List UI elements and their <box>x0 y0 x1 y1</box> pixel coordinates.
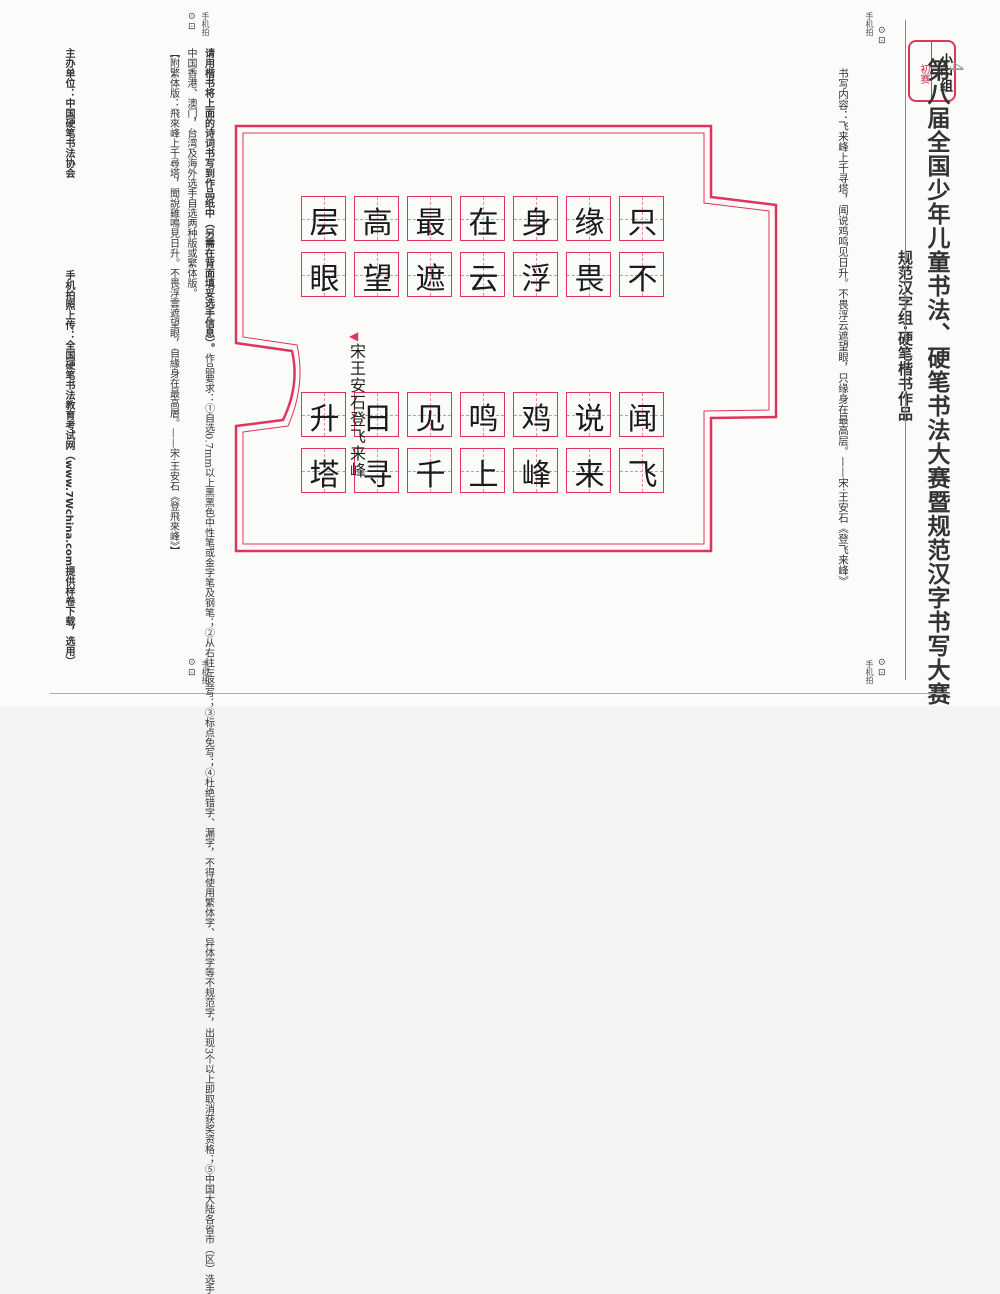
organizer-note: 主办单位：中国硬笔书法协会 <box>63 48 74 178</box>
written-character: 只 <box>627 205 658 241</box>
grid-cell: 只 <box>619 196 664 241</box>
corner-label-bottom-left: 手机拍 <box>201 660 210 684</box>
requirements-block: 请用楷书将上面的诗词书写到作品纸中（另需在背面填妥选手信息）。作品要求：①自选0… <box>164 48 217 1294</box>
grid-cell: 飞 <box>619 448 664 493</box>
corner-icons-bottom-left: ⊙ ⊡ <box>186 658 196 676</box>
written-character: 层 <box>309 205 340 241</box>
grid-cell: 来 <box>566 448 611 493</box>
bottom-edge-line <box>50 693 950 694</box>
written-character: 缘 <box>574 205 605 241</box>
corner-label-top-right: 手机拍 <box>865 12 874 36</box>
written-character: 上 <box>468 457 499 493</box>
grid-cell: 见 <box>407 392 452 437</box>
written-character: 眼 <box>309 261 340 297</box>
corner-icons-top-left: ⊙ ⊡ <box>186 12 196 30</box>
competition-sheet: 小中组 初赛 第八届全国少年儿童书法、硬笔书法大赛暨规范汉字书写大赛 4 规范汉… <box>50 12 966 1294</box>
written-character: 鸡 <box>521 401 552 437</box>
grid-cell: 闻 <box>619 392 664 437</box>
requirements-intro: 请用楷书将上面的诗词书写到作品纸中（另需在背面填妥选手信息）。 <box>202 48 214 353</box>
written-character: 寻 <box>362 457 393 493</box>
grid-cell: 上 <box>460 448 505 493</box>
written-character: 升 <box>309 401 340 437</box>
grid-cell: 不 <box>619 252 664 297</box>
scroll-frame <box>234 124 778 553</box>
grid-cell: 遮 <box>407 252 452 297</box>
page-title: 第八届全国少年儿童书法、硬笔书法大赛暨规范汉字书写大赛 <box>923 58 949 706</box>
written-character: 闻 <box>627 401 658 437</box>
corner-icons-bottom-right: ⊙ ⊡ <box>876 658 886 676</box>
traditional-attachment: 【附繁体版：飛來峰上千尋塔，聞說雞鳴見日升。不畏浮雲遮望眼，自緣身在最高層。——… <box>167 48 179 557</box>
grid-cell: 身 <box>513 196 558 241</box>
grid-cell: 千 <box>407 448 452 493</box>
written-character: 在 <box>468 205 499 241</box>
grid-cell: 层 <box>301 196 346 241</box>
written-character: 见 <box>415 401 446 437</box>
grid-cell: 高 <box>354 196 399 241</box>
grid-cell: 寻 <box>354 448 399 493</box>
group-badge: 小中组 初赛 <box>908 40 956 102</box>
grid-cell: 望 <box>354 252 399 297</box>
grid-cell: 鸡 <box>513 392 558 437</box>
grid-cell: 塔 <box>301 448 346 493</box>
written-character: 遮 <box>415 261 446 297</box>
written-character: 千 <box>415 457 446 493</box>
grid-cell: 升 <box>301 392 346 437</box>
writing-content: 书写内容：飞来峰上千寻塔，闻说鸡鸣见日升。不畏浮云遮望眼，只缘身在最高层。——宋… <box>837 68 849 586</box>
requirements-rules: 作品要求：①自选0.7mm以上黑黑色中性笔或金字笔及钢笔；②从右往左竖写；③标点… <box>202 353 214 1294</box>
signature-mark-top: ◀ <box>349 329 359 343</box>
written-character: 浮 <box>521 261 552 297</box>
signature-text: 宋王安石登飞来峰 <box>347 343 366 479</box>
badge-level: 初赛 <box>911 42 932 100</box>
grid-cell: 在 <box>460 196 505 241</box>
written-character: 说 <box>574 401 605 437</box>
grid-cell: 说 <box>566 392 611 437</box>
written-character: 最 <box>415 205 446 241</box>
page-number: 4 <box>945 62 966 74</box>
written-character: 不 <box>627 261 658 297</box>
written-character: 畏 <box>574 261 605 297</box>
grid-cell: 畏 <box>566 252 611 297</box>
grid-cell: 缘 <box>566 196 611 241</box>
corner-label-top-left: 手机拍 <box>201 12 210 36</box>
corner-label-bottom-right: 手机拍 <box>865 660 874 684</box>
written-character: 望 <box>362 261 393 297</box>
written-character: 塔 <box>309 457 340 493</box>
written-character: 云 <box>468 261 499 297</box>
written-character: 鸣 <box>468 401 499 437</box>
written-character: 日 <box>362 401 393 437</box>
right-divider <box>905 20 906 680</box>
grid-cell: 鸣 <box>460 392 505 437</box>
written-character: 身 <box>521 205 552 241</box>
written-character: 高 <box>362 205 393 241</box>
corner-icons-top-right: ⊙ ⊡ <box>876 26 886 44</box>
badge-group: 小中组 <box>937 52 952 92</box>
grid-cell: 云 <box>460 252 505 297</box>
written-character: 峰 <box>521 457 552 493</box>
grid-cell: 日 <box>354 392 399 437</box>
grid-cell: 眼 <box>301 252 346 297</box>
upload-note: 手机拍照上传：全国硬笔书法教育考试网（www.7Wchina.com提供样卷下载… <box>63 270 74 667</box>
grid-cell: 浮 <box>513 252 558 297</box>
grid-cell: 最 <box>407 196 452 241</box>
written-character: 飞 <box>627 457 658 493</box>
written-character: 来 <box>574 457 605 493</box>
requirements-rules-cont: 中国香港、澳门，台湾及海外选手自选两种版或繁体版。 <box>185 48 196 298</box>
grid-cell: 峰 <box>513 448 558 493</box>
